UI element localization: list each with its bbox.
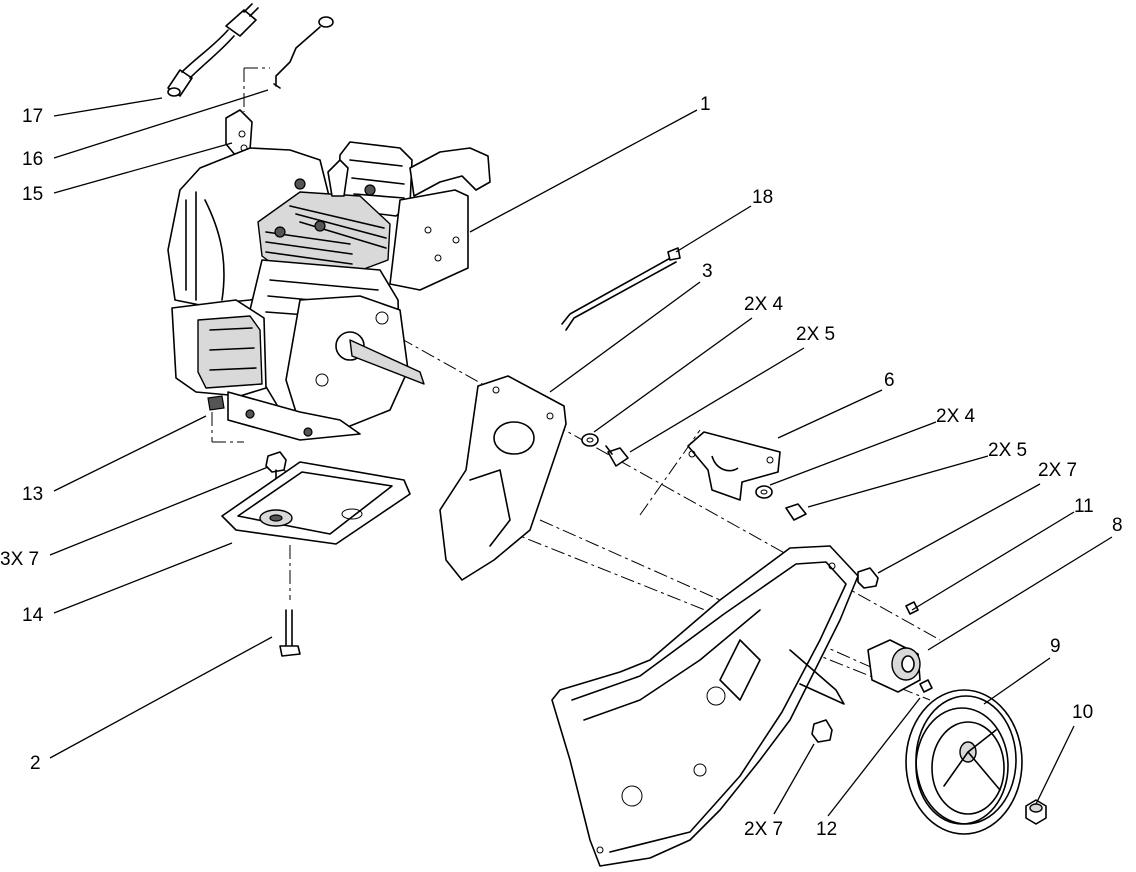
part-7-bolt-frame (811, 719, 833, 743)
leader-line (593, 317, 753, 433)
callout-label: 14 (22, 605, 44, 626)
leader-line (827, 697, 921, 817)
leader-line (549, 281, 701, 393)
callout-label: 8 (1112, 515, 1123, 536)
frame-housing (551, 545, 859, 867)
part-7-bolt-triple (265, 451, 287, 485)
engine-assembly (167, 141, 491, 441)
callout-3: 3 (549, 261, 713, 393)
callout-8: 8 (927, 515, 1123, 651)
leader-line (877, 483, 1041, 574)
part-5-bolt-a (605, 445, 629, 467)
part-11-set-screw (905, 601, 919, 615)
callout-label: 9 (1050, 636, 1061, 657)
part-18-cable-tie (561, 247, 681, 331)
callout-label: 1 (700, 94, 711, 115)
callout-2x5: 2X 5 (807, 440, 1027, 508)
leader-line (675, 205, 752, 253)
callout-10: 10 (1035, 702, 1093, 805)
callout-label: 2X 5 (796, 324, 835, 345)
callout-label: 2 (30, 753, 41, 774)
part-2-long-bolt (279, 609, 301, 657)
callout-label: 6 (884, 370, 895, 391)
part-7-bolt-upper (857, 567, 879, 589)
part-8-hub (867, 639, 921, 693)
leader-line (53, 142, 233, 194)
callout-17: 17 (22, 97, 163, 127)
callout-14: 14 (22, 542, 233, 626)
part-9-wheel (905, 689, 1023, 835)
callout-16: 16 (22, 89, 269, 170)
callout-label: 18 (752, 187, 773, 208)
part-4-washer-b (755, 485, 773, 499)
callout-3x7: 3X 7 (0, 466, 269, 570)
callout-label: 2X 4 (936, 406, 976, 427)
callout-2x7: 2X 7 (877, 460, 1077, 574)
callout-9: 9 (983, 636, 1061, 705)
callout-label: 12 (816, 819, 837, 840)
callout-label: 13 (22, 484, 43, 505)
callout-label: 2X 5 (988, 440, 1027, 461)
callout-13: 13 (22, 415, 207, 505)
callout-2x4: 2X 4 (769, 406, 976, 486)
callout-label: 15 (22, 184, 43, 205)
leader-line (53, 542, 233, 614)
part-3-mounting-plate (439, 375, 567, 581)
callout-2x4: 2X 4 (593, 294, 784, 433)
part-5-bolt-b (785, 503, 807, 521)
callout-label: 17 (22, 106, 43, 127)
callout-2x5: 2X 5 (629, 324, 835, 453)
leader-line (807, 455, 989, 508)
leader-line (773, 743, 815, 815)
part-16-control-rod (273, 16, 334, 89)
leader-line (53, 89, 269, 159)
callout-label: 2X 7 (744, 819, 783, 840)
leader-line (911, 511, 1075, 611)
callout-2x7: 2X 7 (744, 743, 815, 840)
callout-15: 15 (22, 142, 233, 205)
leader-line (49, 466, 269, 556)
callout-label: 3 (702, 261, 713, 282)
part-6-bracket (687, 431, 781, 501)
callout-12: 12 (816, 697, 921, 840)
leader-line (53, 415, 207, 492)
callout-11: 11 (911, 496, 1094, 611)
callout-label: 2X 4 (744, 294, 784, 315)
callout-label: 11 (1074, 496, 1094, 517)
leader-line (49, 636, 273, 759)
leader-line (1035, 725, 1075, 805)
callout-2: 2 (30, 636, 273, 774)
callout-label: 2X 7 (1038, 460, 1077, 481)
leader-line (983, 657, 1051, 705)
leader-line (53, 97, 163, 117)
leader-line (927, 536, 1113, 651)
part-4-washer-a (581, 433, 599, 447)
part-12-pin (919, 679, 933, 693)
part-10-cap-nut (1025, 799, 1047, 825)
callout-18: 18 (675, 187, 773, 253)
part-17-spark-plug-boot (167, 3, 259, 97)
leader-line (469, 109, 698, 233)
callout-label: 10 (1072, 702, 1093, 723)
leader-line (629, 347, 805, 453)
callout-label: 16 (22, 149, 43, 170)
leader-line (769, 421, 937, 486)
part-14-base-gasket (221, 461, 411, 545)
callout-label: 3X 7 (0, 549, 39, 570)
callout-1: 1 (469, 94, 711, 233)
callout-6: 6 (777, 370, 895, 439)
leader-line (777, 389, 883, 439)
